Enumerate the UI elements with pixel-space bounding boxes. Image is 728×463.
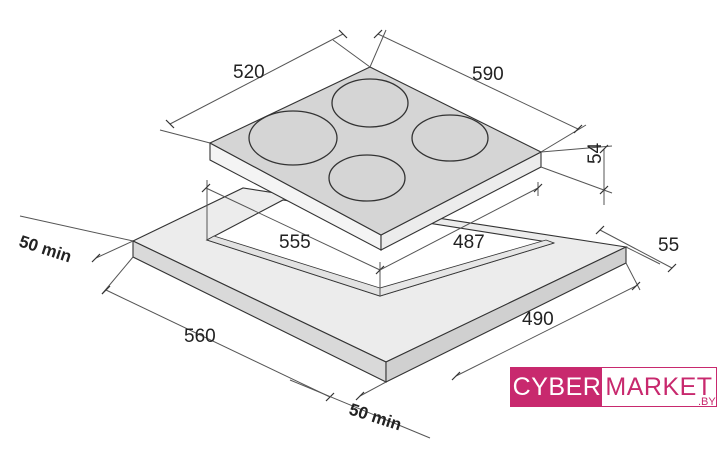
dim-cutout-width: 487 <box>453 232 485 253</box>
logo-right-part: MARKET <box>602 367 717 407</box>
dim-cutout-depth: 555 <box>279 232 311 253</box>
dim-hob-height: 54 <box>585 142 606 164</box>
dim-worktop-width: 490 <box>522 309 554 330</box>
dimension-lines <box>19 29 677 439</box>
dim-hob-depth: 520 <box>233 62 265 83</box>
dim-worktop-depth: 560 <box>184 326 216 347</box>
hob <box>208 66 543 251</box>
cybermarket-logo: CYBER MARKET .BY <box>510 367 720 408</box>
dim-worktop-front-clearance: 50 min <box>347 400 404 435</box>
burner-left <box>248 110 338 166</box>
burner-front <box>328 154 406 202</box>
burner-right <box>411 114 489 162</box>
dim-worktop-side-clearance: 50 min <box>17 232 74 267</box>
logo-domain: .BY <box>698 396 716 408</box>
dim-hob-width: 590 <box>472 64 504 85</box>
logo-left-part: CYBER <box>510 367 604 407</box>
dim-worktop-rear-edge: 55 <box>658 235 679 256</box>
burner-rear <box>331 78 409 128</box>
